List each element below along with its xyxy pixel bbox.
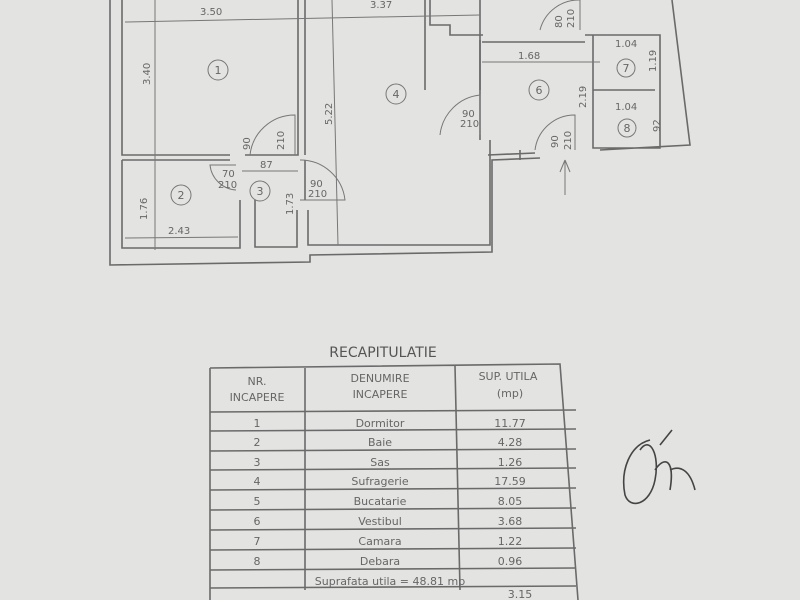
svg-text:210: 210: [460, 119, 479, 130]
header-name: INCAPERE: [353, 388, 408, 401]
dimension: 1.19: [648, 50, 659, 72]
table-title: RECAPITULATIE: [329, 345, 436, 361]
dimension: 2.19: [578, 86, 589, 108]
row-divider: [209, 527, 577, 531]
cell-name: Baie: [368, 436, 392, 449]
room-number: 1: [215, 64, 222, 77]
cell-name: Camara: [358, 535, 401, 548]
cell-area: 1.22: [498, 535, 523, 548]
row-divider: [209, 547, 577, 551]
dimension: 3.50: [200, 7, 222, 18]
cell-nr: 3: [254, 456, 261, 469]
dimension: 1.68: [518, 51, 540, 62]
partial-row-area: 3.15: [508, 588, 533, 600]
svg-text:80: 80: [554, 15, 565, 28]
header-area: (mp): [497, 387, 523, 400]
dimension: 1.76: [139, 198, 150, 220]
table-row: 4 Sufragerie 17.59: [254, 475, 526, 488]
dimension: 3.37: [370, 0, 392, 11]
svg-text:210: 210: [218, 180, 237, 191]
svg-text:210: 210: [276, 131, 287, 150]
room-number: 8: [624, 122, 631, 135]
cell-area: 17.59: [494, 475, 526, 488]
cell-name: Dormitor: [356, 417, 405, 430]
table-row: 6 Vestibul 3.68: [254, 515, 523, 528]
cell-area: 0.96: [498, 555, 523, 568]
table-row: 5 Bucatarie 8.05: [254, 495, 523, 508]
table-row: 8 Debara 0.96: [254, 555, 523, 568]
room-number: 6: [536, 84, 543, 97]
cell-area: 3.68: [498, 515, 523, 528]
svg-text:210: 210: [566, 9, 577, 28]
cell-nr: 6: [254, 515, 261, 528]
row-divider: [209, 585, 577, 589]
cell-name: Debara: [360, 555, 400, 568]
svg-text:210: 210: [563, 131, 574, 150]
room-number: 4: [393, 88, 400, 101]
summary-table: RECAPITULATIE NR. INCAPERE DENUMIRE INCA…: [209, 345, 579, 600]
row-divider: [209, 409, 577, 413]
cell-name: Vestibul: [358, 515, 402, 528]
dimension: 2.43: [168, 226, 190, 237]
svg-text:90: 90: [242, 137, 253, 150]
cell-nr: 4: [254, 475, 261, 488]
row-divider: [209, 428, 577, 432]
row-divider: [209, 507, 577, 511]
cell-nr: 2: [254, 436, 261, 449]
dimension: 1.04: [615, 39, 637, 50]
header-name: DENUMIRE: [350, 372, 409, 385]
table-row: 7 Camara 1.22: [254, 535, 523, 548]
dimension: 3.40: [142, 63, 153, 85]
room-number: 3: [257, 185, 264, 198]
cell-name: Bucatarie: [354, 495, 407, 508]
header-nr: NR.: [248, 375, 267, 388]
dimension: 1.73: [285, 193, 296, 215]
svg-text:90: 90: [550, 135, 561, 148]
row-divider: [209, 467, 577, 471]
cell-nr: 1: [254, 417, 261, 430]
cell-nr: 8: [254, 555, 261, 568]
cell-name: Sufragerie: [351, 475, 408, 488]
row-divider: [209, 487, 577, 491]
table-row: 1 Dormitor 11.77: [254, 417, 526, 430]
dimension: 92: [652, 119, 663, 132]
row-divider: [209, 448, 577, 452]
total-area: Suprafata utila = 48.81 mp: [315, 575, 465, 588]
row-divider: [209, 567, 577, 571]
header-nr: INCAPERE: [230, 391, 285, 404]
cell-area: 1.26: [498, 456, 523, 469]
table-row: 3 Sas 1.26: [254, 456, 523, 469]
entrance-arrow-icon: [559, 159, 571, 195]
svg-text:90: 90: [462, 109, 475, 120]
svg-text:210: 210: [308, 189, 327, 200]
header-area: SUP. UTILA: [479, 370, 538, 383]
signature: [623, 429, 696, 505]
dimension: 1.04: [615, 102, 637, 113]
cell-name: Sas: [370, 456, 390, 469]
cell-area: 11.77: [494, 417, 526, 430]
table-row: 2 Baie 4.28: [254, 436, 523, 449]
room-number: 7: [623, 62, 630, 75]
cell-area: 8.05: [498, 495, 523, 508]
door-labels: 90 210 70 210 90 210 90 210 90 210 80 21…: [218, 9, 577, 200]
cell-nr: 7: [254, 535, 261, 548]
cell-nr: 5: [254, 495, 261, 508]
room-number: 2: [178, 189, 185, 202]
svg-text:90: 90: [310, 179, 323, 190]
dimension: 5.22: [324, 103, 335, 125]
svg-text:70: 70: [222, 169, 235, 180]
dimension: 87: [260, 160, 273, 171]
floor-plan: [108, 0, 691, 265]
room-numbers: 1 2 3 4 6 7 8: [178, 62, 631, 202]
dimension-labels: 3.50 3.37 3.40 5.22 1.68 1.04 1.19 2.19 …: [139, 0, 663, 237]
cell-area: 4.28: [498, 436, 523, 449]
